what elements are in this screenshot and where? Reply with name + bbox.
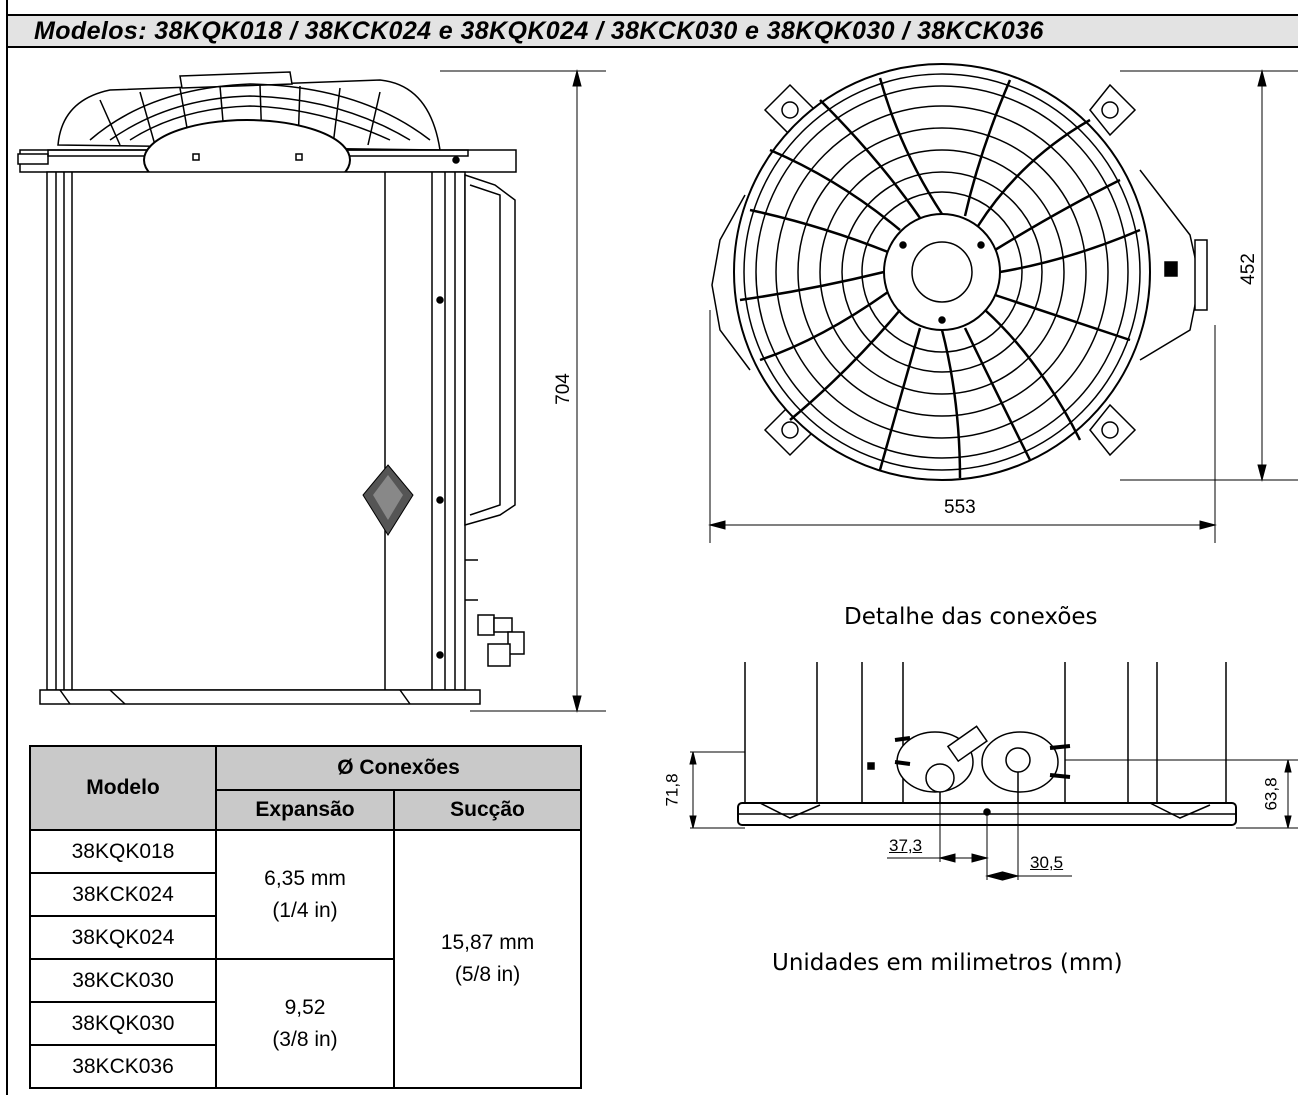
models-header: Modelos: 38KQK018 / 38KCK024 e 38KQK024 … [8, 14, 1298, 48]
conn-right-height-label: 63,8 [1261, 777, 1281, 811]
side-height-label: 704 [552, 373, 574, 405]
top-view-dimensions [708, 69, 1298, 543]
model-cell: 38KCK036 [29, 1044, 217, 1089]
model-cell: 38KQK018 [29, 829, 217, 874]
conn-dim-b-label: 30,5 [1030, 853, 1064, 872]
suction-in: (5/8 in) [454, 963, 521, 986]
header-suction: Sucção [392, 789, 583, 831]
expansion-cell-2: 9,52 (3/8 in) [215, 958, 395, 1089]
top-width-label: 553 [944, 497, 976, 518]
side-view-dimension [440, 69, 606, 713]
expansion-1-in: (1/4 in) [272, 898, 338, 922]
models-title: Modelos: 38KQK018 / 38KCK024 e 38KQK024 … [34, 17, 1044, 45]
expansion-2-mm: 9,52 [284, 995, 326, 1019]
model-cell: 38KQK024 [29, 915, 217, 960]
connections-title: Detalhe das conexões [844, 604, 1098, 630]
model-cell: 38KCK030 [29, 958, 217, 1003]
header-model: Modelo [29, 745, 217, 831]
model-cell: 38KQK030 [29, 1001, 217, 1046]
suction-mm: 15,87 mm [440, 931, 535, 954]
expansion-cell-1: 6,35 mm (1/4 in) [215, 829, 395, 960]
conn-dim-a-label: 37,3 [889, 836, 923, 855]
top-height-label: 452 [1237, 253, 1259, 285]
header-expansion: Expansão [215, 789, 395, 831]
suction-cell: 15,87 mm (5/8 in) [392, 829, 583, 1089]
connections-table: Modelo Ø Conexões Expansão Sucção 38KQK0… [29, 745, 583, 1089]
expansion-1-mm: 6,35 mm [264, 866, 346, 890]
top-view-drawing [711, 63, 1208, 481]
page-left-border [6, 0, 8, 1095]
units-note: Unidades em milimetros (mm) [772, 950, 1123, 976]
connections-drawing [737, 662, 1237, 826]
expansion-2-in: (3/8 in) [272, 1027, 338, 1051]
side-view-drawing [17, 71, 525, 705]
connections-dimensions [689, 751, 1298, 881]
conn-left-height-label: 71,8 [662, 773, 682, 807]
model-cell: 38KCK024 [29, 872, 217, 917]
header-connections: Ø Conexões [214, 745, 583, 791]
